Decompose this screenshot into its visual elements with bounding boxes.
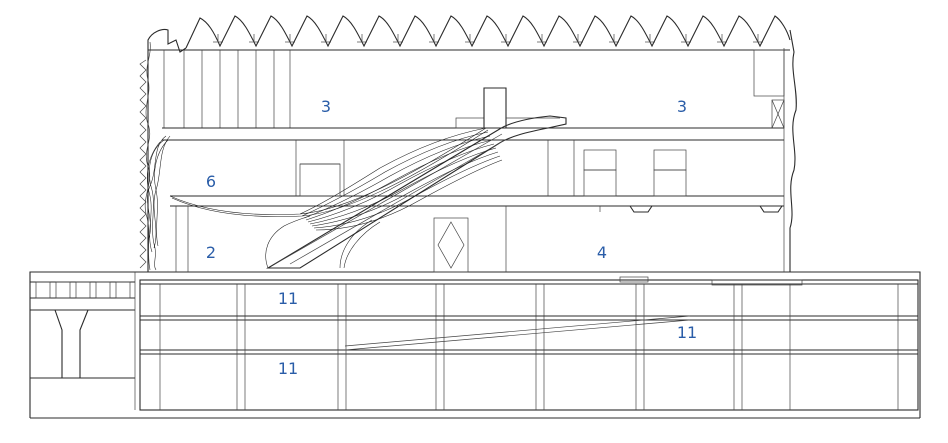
area-label-3-left: 3 — [320, 97, 332, 116]
ground-line — [29, 271, 921, 419]
ground-level-hall — [175, 206, 601, 273]
upper-hall-panels — [163, 49, 785, 129]
area-label-11-top: 11 — [277, 289, 299, 308]
area-label-3-right: 3 — [676, 97, 688, 116]
escalator — [266, 115, 567, 269]
area-label-6: 6 — [205, 172, 217, 191]
left-viaduct — [30, 272, 136, 410]
area-label-11-mid: 11 — [676, 323, 698, 342]
area-label-4: 4 — [596, 243, 608, 262]
area-label-2: 2 — [205, 243, 217, 262]
sawtooth-roof — [148, 15, 791, 51]
area-label-11-bottom: 11 — [277, 359, 299, 378]
sculptural-surface — [147, 127, 503, 271]
left-edge-detail — [139, 59, 147, 269]
parking-levels — [139, 276, 919, 411]
mid-level-floor — [162, 87, 784, 213]
building-envelope — [144, 28, 797, 273]
